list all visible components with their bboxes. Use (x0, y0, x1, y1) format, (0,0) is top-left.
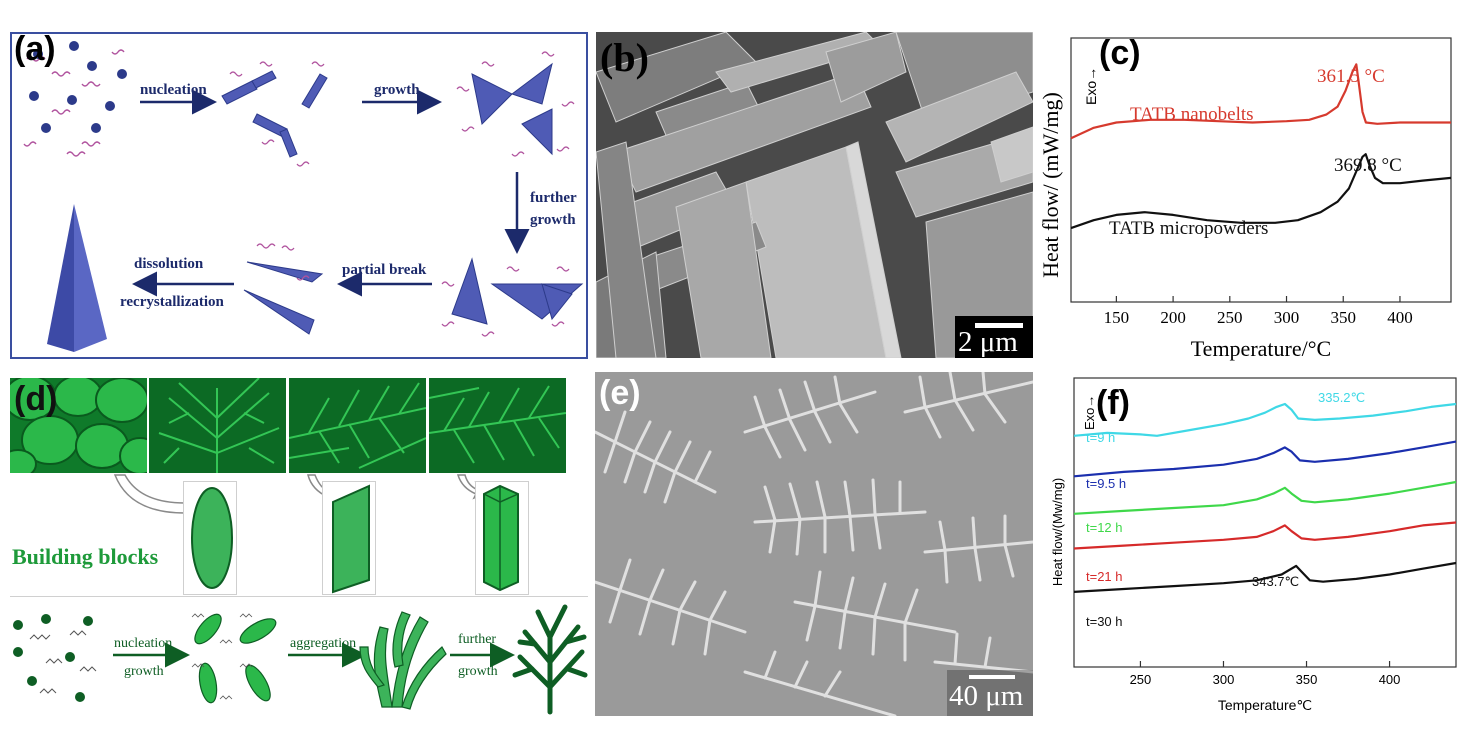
chart-f-series-line-4 (1073, 561, 1457, 593)
chart-c-xlabel: Temperature/°C (1191, 336, 1331, 361)
scale-bar-b: 2 μm (955, 316, 1033, 358)
chart-f-series-line-1 (1073, 440, 1457, 478)
panel-b-label: (b) (600, 35, 649, 80)
chart-c-frame (1070, 37, 1452, 303)
panel-a-label: (a) (14, 30, 56, 68)
chart-c-series-line-0 (1070, 63, 1451, 140)
broken-crystals (243, 261, 324, 335)
step-d-growth: growth (124, 664, 164, 679)
plate-block-icon (332, 484, 370, 594)
chart-c-x-tick-label-350: 350 (1330, 308, 1356, 327)
chart-c-series-line-1 (1070, 153, 1452, 230)
sem-thumb-discs (10, 378, 147, 473)
building-blocks-label: Building blocks (12, 544, 159, 569)
peak-label-30h: 343.7℃ (1252, 574, 1299, 589)
scale-bar-line (975, 323, 1023, 328)
chart-c-x-tick-label-400: 400 (1387, 308, 1413, 327)
chart-f-series-line-0 (1073, 402, 1457, 437)
chart-c-exo: Exo→ (1083, 67, 1099, 105)
precursor-dots (29, 41, 127, 133)
step-d-further: further (458, 632, 496, 647)
series-label-9-5h: t=9.5 h (1086, 476, 1126, 491)
scale-bar-label: 2 μm (958, 326, 1018, 358)
growing-crystals (471, 62, 553, 156)
chart-f-svg: 250 300 350 400 Temperature℃ Heat flow/(Mw/… (1050, 377, 1457, 713)
prism-block-icon (483, 484, 519, 592)
chart-f-x-tick-label-400: 400 (1379, 672, 1401, 687)
step-dissolution: dissolution (134, 256, 204, 272)
panel-e-label: (e) (599, 374, 641, 412)
chart-c-x-tick-label-200: 200 (1160, 308, 1186, 327)
step-d-further-growth: growth (458, 664, 498, 679)
step-d-aggregation: aggregation (290, 636, 356, 651)
block-plate-card (322, 481, 376, 595)
step-d-nucleation: nucleation (114, 636, 172, 651)
disc-block-icon (191, 487, 233, 589)
chart-c-x-tick-label-250: 250 (1217, 308, 1243, 327)
chart-f-x-tick-label-300: 300 (1213, 672, 1235, 687)
nuclei (221, 70, 328, 158)
legend-micropowders: TATB micropowders (1109, 218, 1268, 239)
final-pyramid-crystal (47, 204, 107, 352)
sem-nanobelts (596, 32, 1033, 358)
peak-label-9h: 335.2℃ (1318, 390, 1365, 405)
panel-d: Building blocks nucleation growth (10, 378, 588, 716)
chart-f-x-tick-label-250: 250 (1130, 672, 1152, 687)
scale-bar-label: 40 μm (949, 680, 1024, 712)
series-label-21h: t=21 h (1086, 569, 1123, 584)
aggregation-scheme: nucleation growth aggregation (10, 596, 588, 717)
chart-f-x-tick-label-350: 350 (1296, 672, 1318, 687)
sem-thumb-dendrite-2 (289, 378, 426, 473)
step-growth: growth (374, 82, 420, 98)
large-crystals (451, 257, 584, 325)
panel-c-dsc-chart: 150 200 250 300 350 400 Temperature/°C Heat f… (1037, 28, 1457, 363)
step-nucleation: nucleation (140, 82, 207, 98)
ligand-chains (23, 49, 125, 157)
panel-a: nucleation growth further growth (10, 30, 588, 359)
sem-dendrites (595, 372, 1033, 716)
dendrite-structure (512, 604, 588, 715)
chart-c-svg: 150 200 250 300 350 400 Temperature/°C Heat f… (1038, 37, 1452, 361)
panel-b-sem-image: (b) 2 μm (596, 32, 1033, 358)
chart-f-ylabel: Heat flow/(Mw/mg) (1050, 478, 1065, 586)
chart-c-x-tick-label-150: 150 (1104, 308, 1130, 327)
panel-e-sem-image: (e) 40 μm (595, 372, 1033, 716)
series-label-12h: t=12 h (1086, 520, 1123, 535)
series-label-9h: t=9 h (1086, 430, 1115, 445)
scale-bar-e: 40 μm (947, 670, 1033, 716)
series-label-30h: t=30 h (1086, 614, 1123, 629)
chart-c-x-tick-label-300: 300 (1274, 308, 1300, 327)
chart-f-series-line-2 (1073, 480, 1457, 515)
scale-bar-line (969, 675, 1015, 679)
peak-label-nanobelts: 361.5 °C (1317, 66, 1385, 87)
step-recrystallization: recrystallization (120, 294, 225, 310)
aggregate-cluster (359, 611, 447, 710)
panel-f-dsc-chart: 250 300 350 400 Temperature℃ Heat flow/(Mw/… (1040, 372, 1460, 717)
chart-f-xlabel: Temperature℃ (1218, 697, 1312, 713)
panel-f-label: (f) (1096, 384, 1130, 422)
block-disc-card (183, 481, 237, 595)
step-partial-break: partial break (342, 262, 427, 278)
sem-thumb-dendrite-3 (429, 378, 566, 473)
block-prism-card (475, 481, 529, 595)
chart-f-series-line-3 (1073, 521, 1457, 550)
legend-nanobelts: TATB nanobelts (1130, 104, 1254, 125)
sem-thumb-dendrite-1 (149, 378, 286, 473)
chart-f-exo: Exo→ (1082, 395, 1097, 430)
chart-c-ylabel: Heat flow/ (mW/mg) (1038, 92, 1063, 278)
panel-d-label: (d) (14, 380, 58, 418)
step-further-growth-2: growth (530, 212, 576, 228)
chart-f-frame (1073, 377, 1457, 668)
panel-a-schematic: nucleation growth further growth (23, 41, 584, 352)
step-further-growth-1: further (530, 190, 577, 206)
panel-c-label: (c) (1099, 34, 1141, 72)
peak-label-micropowders: 369.8 °C (1334, 155, 1402, 176)
